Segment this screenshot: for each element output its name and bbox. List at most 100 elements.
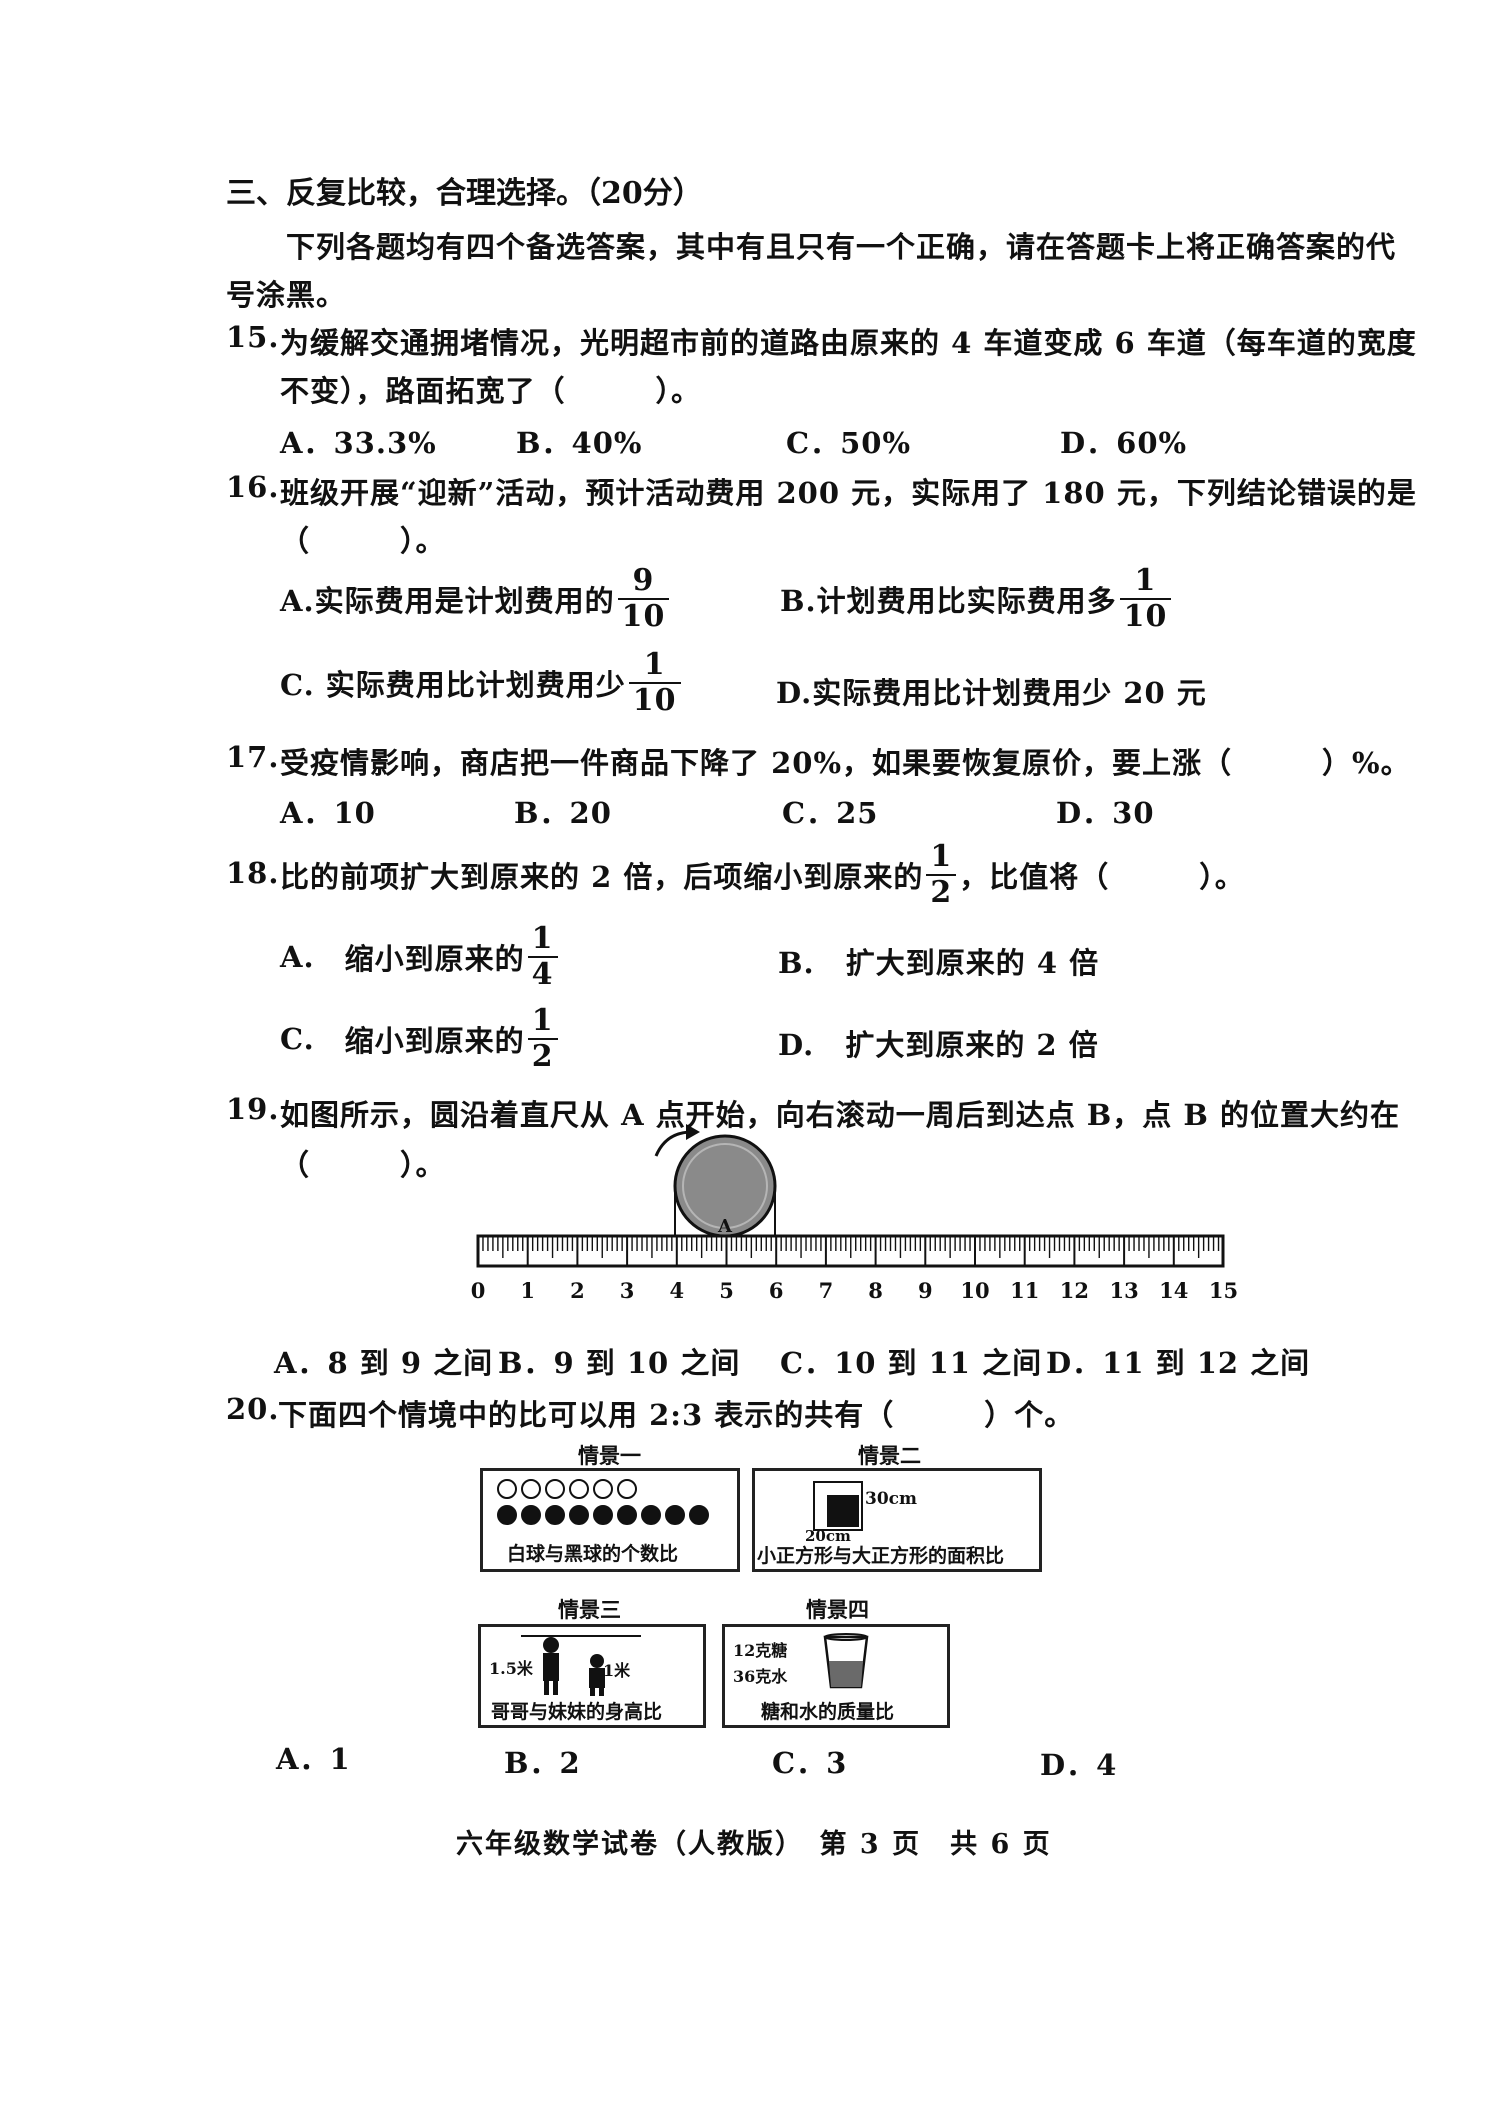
fraction-denominator: 10	[632, 683, 677, 718]
scene3-label-right: 1米	[603, 1661, 631, 1680]
q19-option-d[interactable]: D．11 到 12 之间	[1046, 1346, 1311, 1380]
q20-stem-line1: 下面四个情境中的比可以用 2:3 表示的共有（ ）个。	[278, 1398, 1075, 1432]
white-ball-icon	[545, 1479, 565, 1499]
q20-option-a[interactable]: A．1	[276, 1742, 351, 1776]
q19-option-b[interactable]: B．9 到 10 之间	[498, 1346, 741, 1380]
scene3-title: 情景三	[558, 1597, 621, 1622]
roll-arrow-head	[686, 1124, 700, 1140]
black-ball-icon	[497, 1505, 517, 1525]
q18-stem-part2: ，比值将（ ）。	[959, 860, 1245, 894]
fraction-denominator: 2	[930, 875, 953, 910]
section-instruction-line2: 号涂黑。	[226, 278, 347, 312]
q16-option-c-text: C. 实际费用比计划费用少	[280, 668, 626, 702]
q15-option-c[interactable]: C．50%	[786, 426, 911, 460]
q16-option-a-fraction: 9 10	[617, 563, 670, 634]
ruler-label: 13	[1109, 1278, 1138, 1303]
q18-option-c-fraction: 1 2	[527, 1003, 558, 1074]
white-ball-icon	[593, 1479, 613, 1499]
ruler-label: 5	[719, 1278, 734, 1303]
scene2-caption: 小正方形与大正方形的面积比	[757, 1545, 1005, 1567]
q17-option-b[interactable]: B．20	[514, 796, 612, 830]
option-text: 扩大到原来的 4 倍	[845, 946, 1100, 980]
q16-stem-line1: 班级开展“迎新”活动，预计活动费用 200 元，实际用了 180 元，下列结论错…	[280, 476, 1417, 510]
fraction-numerator: 1	[531, 921, 554, 956]
q18-stem-fraction: 1 2	[926, 842, 957, 910]
q16-option-d[interactable]: D.实际费用比计划费用少 20 元	[776, 676, 1207, 710]
option-label: A.	[280, 940, 315, 974]
q16-option-a[interactable]: A.实际费用是计划费用的 9 10	[280, 566, 672, 632]
q20-option-c[interactable]: C．3	[772, 1746, 848, 1780]
q19-option-c[interactable]: C．10 到 11 之间	[780, 1346, 1043, 1380]
option-text: 缩小到原来的	[344, 1024, 525, 1058]
option-label: C.	[280, 1022, 315, 1056]
ruler-label: 7	[819, 1278, 834, 1303]
scene3-label-left: 1.5米	[489, 1659, 533, 1678]
q18-option-a-fraction: 1 4	[527, 921, 558, 990]
q20-number: 20.	[226, 1392, 280, 1426]
ruler-label: 15	[1209, 1278, 1238, 1303]
q16-number: 16.	[226, 470, 280, 504]
q17-stem-line1: 受疫情影响，商店把一件商品下降了 20%，如果要恢复原价，要上涨（ ）%。	[280, 746, 1411, 780]
scene2-big-square	[813, 1481, 863, 1531]
q18-option-d[interactable]: D. 扩大到原来的 2 倍	[778, 1022, 1099, 1064]
fraction-numerator: 1	[643, 647, 666, 682]
q17-number: 17.	[226, 740, 280, 774]
cup-icon	[823, 1633, 869, 1689]
ruler-label: 10	[960, 1278, 989, 1303]
q20-option-d[interactable]: D．4	[1040, 1748, 1118, 1782]
q15-number: 15.	[226, 320, 280, 354]
q19-stem-line2: （ ）。	[280, 1148, 446, 1182]
white-ball-icon	[521, 1479, 541, 1499]
q20-option-b[interactable]: B．2	[504, 1746, 581, 1780]
fraction-denominator: 10	[1123, 599, 1168, 634]
q17-option-d[interactable]: D．30	[1056, 796, 1155, 830]
black-ball-icon	[545, 1505, 565, 1525]
section-instruction-line1: 下列各题均有四个备选答案，其中有且只有一个正确，请在答题卡上将正确答案的代	[286, 230, 1397, 264]
scene1-caption: 白球与黑球的个数比	[507, 1543, 679, 1565]
fraction-numerator: 9	[632, 563, 655, 598]
q15-option-a[interactable]: A．33.3%	[280, 426, 437, 460]
white-ball-icon	[497, 1479, 517, 1499]
scene4-caption: 糖和水的质量比	[761, 1701, 895, 1723]
q16-option-b-fraction: 1 10	[1119, 566, 1172, 634]
q16-option-b[interactable]: B.计划费用比实际费用多 1 10	[780, 566, 1174, 632]
q17-option-a[interactable]: A．10	[280, 796, 376, 830]
fraction-numerator: 1	[531, 1003, 554, 1038]
q18-option-a[interactable]: A. 缩小到原来的 1 4	[280, 924, 561, 990]
scene3-top-line	[521, 1635, 641, 1637]
fraction-bar	[926, 874, 957, 876]
scene1-title: 情景一	[578, 1443, 641, 1468]
option-text: 缩小到原来的	[344, 942, 525, 976]
scene1-panel: 白球与黑球的个数比	[480, 1468, 740, 1572]
white-ball-icon	[569, 1479, 589, 1499]
scene2-label-20cm: 20cm	[805, 1527, 851, 1545]
black-ball-icon	[569, 1505, 589, 1525]
q15-option-b[interactable]: B．40%	[516, 426, 643, 460]
q16-option-c[interactable]: C. 实际费用比计划费用少 1 10	[280, 650, 684, 716]
q17-option-c[interactable]: C．25	[782, 796, 879, 830]
scene3-panel: 1.5米 1米 哥哥与妹妹的身高比	[478, 1624, 706, 1728]
ruler-label: 8	[868, 1278, 883, 1303]
q18-number: 18.	[226, 856, 280, 890]
scene3-people-icon	[543, 1637, 605, 1696]
scene2-label-30cm: 30cm	[865, 1489, 917, 1509]
q19-option-a[interactable]: A．8 到 9 之间	[274, 1346, 494, 1380]
q18-option-b[interactable]: B. 扩大到原来的 4 倍	[778, 940, 1099, 982]
q18-stem: 比的前项扩大到原来的 2 倍，后项缩小到原来的 1 2 ，比值将（ ）。	[280, 842, 1245, 908]
black-ball-icon	[689, 1505, 709, 1525]
page-footer: 六年级数学试卷（人教版） 第 3 页 共 6 页	[456, 1829, 1052, 1860]
q15-option-d[interactable]: D．60%	[1060, 426, 1188, 460]
fraction-bar	[1119, 598, 1172, 600]
fraction-denominator: 10	[621, 599, 666, 634]
q16-option-c-fraction: 1 10	[628, 647, 681, 718]
fraction-bar	[617, 598, 670, 600]
q16-option-b-text: B.计划费用比实际费用多	[780, 584, 1117, 618]
fraction-denominator: 2	[531, 1039, 554, 1074]
scene4-panel: 12克糖 36克水 糖和水的质量比	[722, 1624, 950, 1728]
fraction-bar	[527, 1038, 558, 1040]
q18-option-c[interactable]: C. 缩小到原来的 1 2	[280, 1006, 561, 1072]
ruler-ticks	[477, 1236, 1225, 1266]
option-label: B.	[778, 946, 815, 980]
